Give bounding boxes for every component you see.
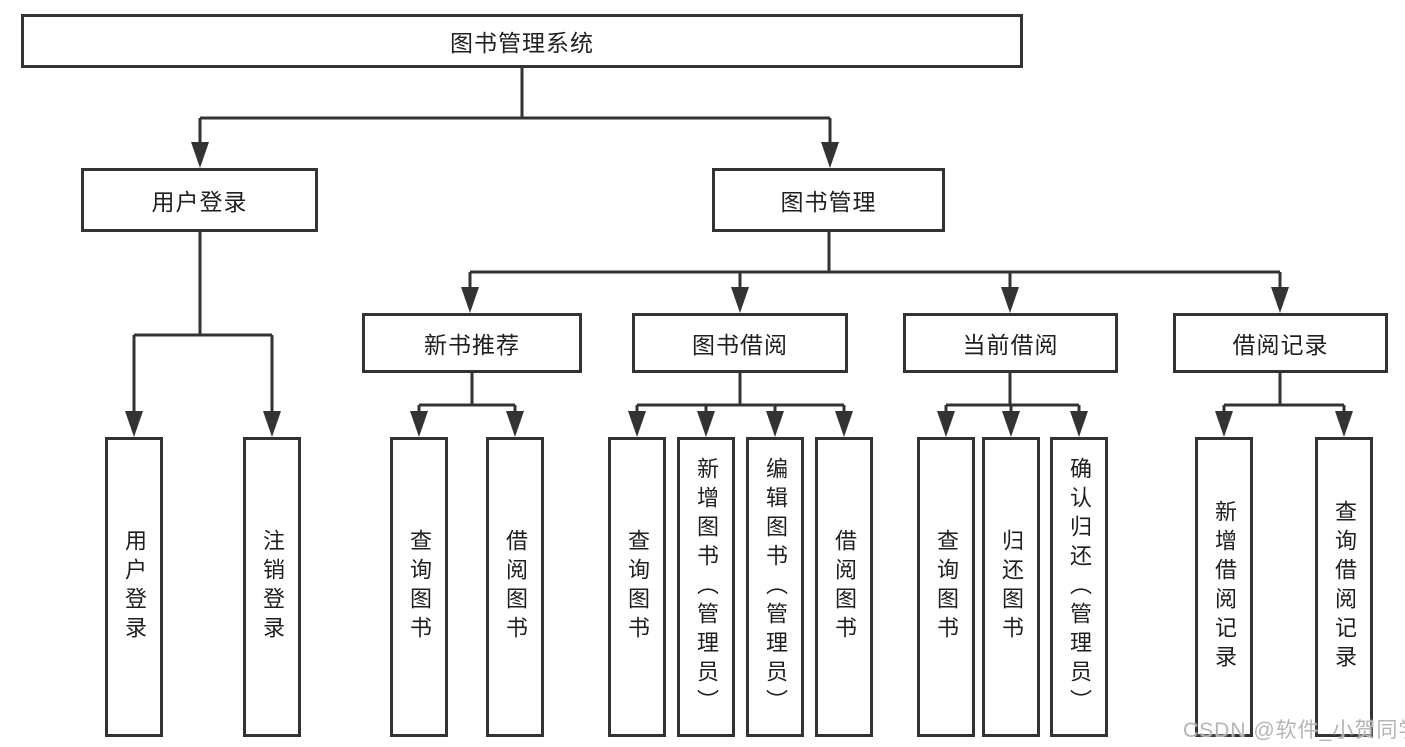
- leaf-return-book: 归还图书: [982, 437, 1040, 737]
- leaf-borrow-book-recommend: 借阅图书: [486, 437, 544, 737]
- leaf-borrow-book-recommend-label: 借阅图书: [503, 529, 528, 645]
- node-root-library-management-system: 图书管理系统: [21, 14, 1023, 68]
- leaf-query-borrow-record: 查询借阅记录: [1315, 437, 1373, 737]
- leaf-confirm-return-admin-label: 确认归还（管理员）: [1067, 456, 1092, 718]
- leaf-return-book-label: 归还图书: [999, 529, 1024, 645]
- leaf-query-book-recommend-label: 查询图书: [407, 529, 432, 645]
- leaf-query-book-borrow: 查询图书: [608, 437, 666, 737]
- arrowhead-icons: [125, 142, 1353, 437]
- leaf-confirm-return-admin: 确认归还（管理员）: [1050, 437, 1108, 737]
- leaf-edit-book-admin: 编辑图书（管理员）: [746, 437, 804, 737]
- leaf-query-book-current-label: 查询图书: [934, 529, 959, 645]
- leaf-logout: 注销登录: [243, 437, 301, 737]
- node-borrow-record-label: 借阅记录: [1232, 332, 1329, 358]
- leaf-query-book-recommend: 查询图书: [390, 437, 448, 737]
- leaf-add-book-admin-label: 新增图书（管理员）: [694, 456, 719, 718]
- leaf-borrow-book: 借阅图书: [815, 437, 873, 737]
- node-book-management: 图书管理: [712, 168, 945, 232]
- leaf-user-login-label: 用户登录: [122, 529, 147, 645]
- node-book-borrow: 图书借阅: [632, 313, 848, 373]
- node-new-book-recommend-label: 新书推荐: [424, 332, 520, 358]
- node-borrow-record: 借阅记录: [1173, 313, 1388, 373]
- node-new-book-recommend: 新书推荐: [362, 313, 582, 373]
- leaf-query-borrow-record-label: 查询借阅记录: [1332, 500, 1357, 674]
- node-user-login: 用户登录: [81, 168, 318, 232]
- leaf-borrow-book-label: 借阅图书: [832, 529, 857, 645]
- leaf-add-book-admin: 新增图书（管理员）: [677, 437, 735, 737]
- leaf-query-book-borrow-label: 查询图书: [625, 529, 650, 645]
- leaf-add-borrow-record: 新增借阅记录: [1195, 437, 1253, 737]
- leaf-query-book-current: 查询图书: [917, 437, 975, 737]
- leaf-edit-book-admin-label: 编辑图书（管理员）: [763, 456, 788, 718]
- leaf-user-login: 用户登录: [105, 437, 163, 737]
- node-user-login-label: 用户登录: [151, 189, 248, 215]
- leaf-add-borrow-record-label: 新增借阅记录: [1212, 500, 1237, 674]
- csdn-watermark: CSDN @软件_小贺同学: [1183, 719, 1405, 742]
- node-book-management-label: 图书管理: [780, 189, 877, 215]
- node-root-label: 图书管理系统: [450, 30, 594, 56]
- node-current-borrow: 当前借阅: [903, 313, 1118, 373]
- leaf-logout-label: 注销登录: [260, 529, 285, 645]
- node-current-borrow-label: 当前借阅: [962, 332, 1059, 358]
- node-book-borrow-label: 图书借阅: [692, 332, 788, 358]
